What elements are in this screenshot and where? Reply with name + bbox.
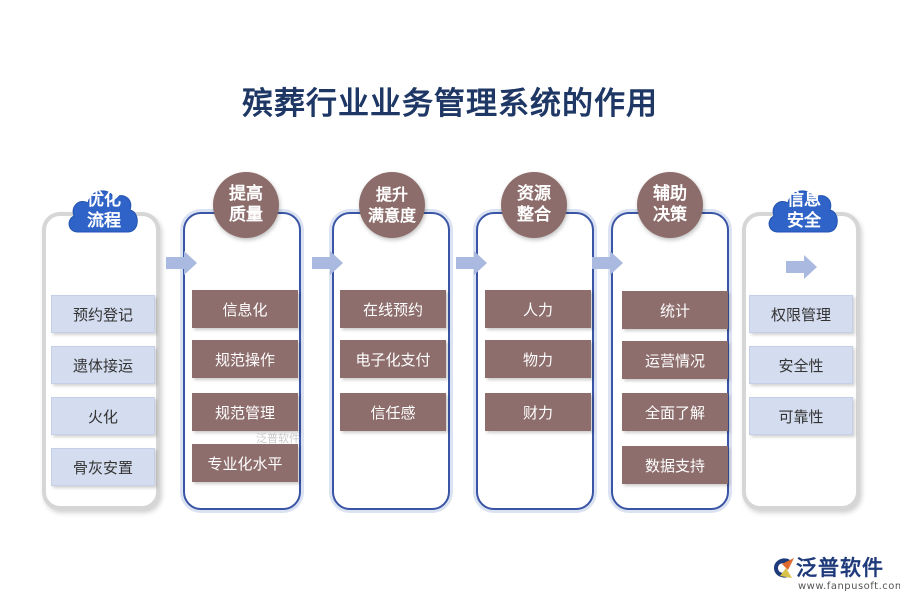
item-box: 电子化支付 (340, 340, 446, 378)
circle-header-decision-support: 辅助 决策 (637, 172, 703, 238)
column-header-line-2: 安全 (787, 211, 821, 231)
column-header-line-1: 优化 (87, 190, 121, 210)
column-header-line-2: 决策 (653, 205, 687, 225)
item-box: 物力 (485, 340, 591, 378)
item-box: 规范管理 (192, 393, 298, 431)
right-arrow-icon (786, 255, 817, 279)
item-box: 专业化水平 (192, 444, 298, 482)
column-header-line-2: 流程 (87, 211, 121, 231)
column-header-line-1: 提升 (375, 185, 408, 204)
item-box: 信任感 (340, 393, 446, 431)
cloud-icon (68, 190, 138, 233)
item-box: 在线预约 (340, 290, 446, 328)
item-box: 权限管理 (749, 295, 853, 333)
column-header-line-2: 整合 (517, 205, 551, 225)
logo-url: www.fanpusoft.com (798, 581, 900, 592)
item-box: 骨灰安置 (51, 448, 155, 486)
right-arrow-icon (312, 251, 343, 275)
item-box: 遗体接运 (51, 346, 155, 384)
circle-header-improve-quality: 提高 质量 (213, 172, 279, 238)
fanpu-logo: 泛普软件 www.fanpusoft.com (770, 552, 900, 598)
column-header-line-1: 提高 (229, 184, 263, 204)
column-header-line-2: 满意度 (367, 206, 416, 225)
column-header-line-1: 资源 (517, 184, 551, 204)
item-box: 规范操作 (192, 340, 298, 378)
column-header-line-1: 辅助 (653, 184, 687, 204)
logo-name: 泛普软件 (796, 556, 884, 580)
item-box: 安全性 (749, 346, 853, 384)
cloud-header-info-security: 信息 安全 (764, 178, 844, 238)
item-box: 信息化 (192, 290, 298, 328)
right-arrow-icon (166, 251, 197, 275)
fanpu-logo-icon (774, 558, 794, 578)
page-title: 殡葬行业业务管理系统的作用 (242, 86, 658, 122)
item-box: 火化 (51, 397, 155, 435)
cloud-icon (768, 190, 838, 233)
item-box: 全面了解 (622, 393, 728, 431)
item-box: 财力 (485, 393, 591, 431)
column-header-line-2: 质量 (229, 205, 263, 225)
item-box: 数据支持 (622, 446, 728, 484)
item-box: 预约登记 (51, 295, 155, 333)
item-box: 人力 (485, 290, 591, 328)
right-arrow-icon (456, 251, 487, 275)
watermark: 泛普软件 (256, 432, 300, 445)
column-header-line-1: 信息 (787, 190, 821, 210)
cloud-header-optimize-process: 优化 流程 (64, 178, 144, 238)
item-box: 运营情况 (622, 341, 728, 379)
right-arrow-icon (592, 251, 623, 275)
item-box: 可靠性 (749, 397, 853, 435)
circle-header-resource-integration: 资源 整合 (501, 172, 567, 238)
circle-header-improve-satisfaction: 提升 满意度 (359, 172, 425, 238)
item-box: 统计 (622, 291, 728, 329)
